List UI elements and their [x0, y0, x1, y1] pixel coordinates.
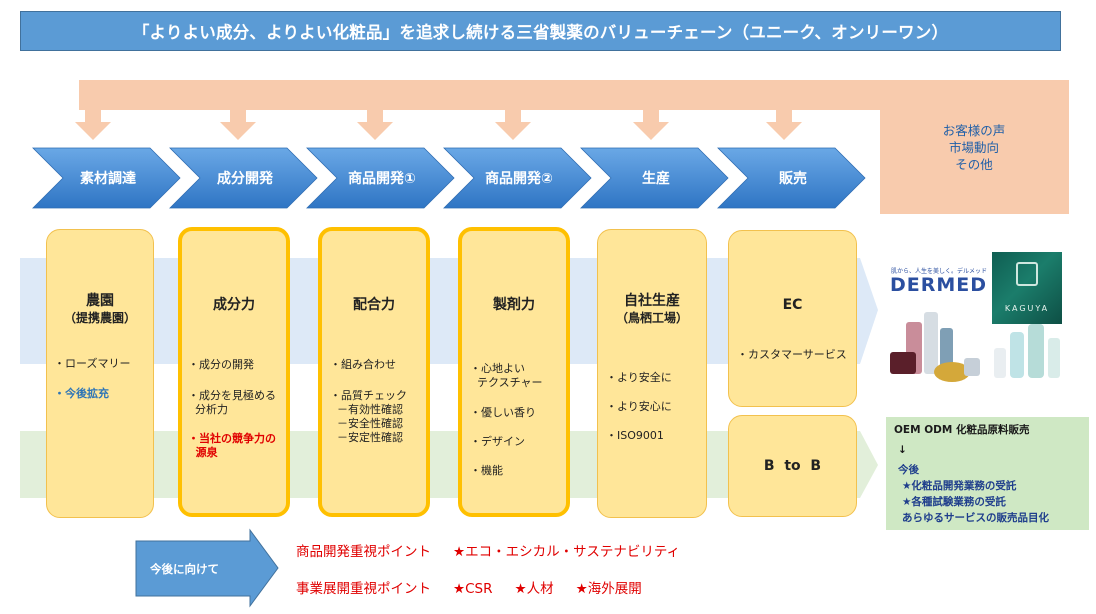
future-label: 今後に向けて	[150, 562, 219, 576]
card-item: ・成分の開発	[188, 358, 254, 371]
card-item: ・カスタマーサービス	[737, 348, 847, 361]
card-title: 製剤力	[493, 297, 535, 313]
product-policy: 商品開発重視ポイント ★エコ・エシカル・サステナビリティ	[296, 540, 702, 560]
card-subtitle: （鳥栖工場）	[615, 311, 688, 325]
card-item: ・今後拡充	[54, 387, 109, 400]
stage-label: 商品開発①	[348, 171, 416, 187]
jar-3	[964, 358, 980, 376]
bottle-6	[1028, 324, 1044, 378]
card-item: ・ローズマリー	[54, 357, 131, 370]
b2b-services-box: OEM ODM 化粧品原料販売 ↓ 今後 ★化粧品開発業務の受託 ★各種試験業務…	[886, 417, 1089, 530]
card-item: ・より安全に	[606, 371, 672, 384]
policy-item: ★エコ・エシカル・サステナビリティ	[453, 544, 681, 560]
card-item: ・機能	[470, 464, 503, 477]
card-ec: EC ・カスタマーサービス	[728, 230, 857, 407]
card-item: ・組み合わせ	[330, 358, 396, 371]
policy-item: ★CSR	[453, 581, 493, 597]
feedback-arrow-1	[75, 110, 111, 140]
feedback-loop	[75, 80, 1069, 214]
stage-label: 商品開発②	[485, 171, 553, 187]
feedback-arrow-3	[357, 110, 393, 140]
b2b-item: ★化粧品開発業務の受託	[902, 480, 1017, 492]
feedback-arrow-4	[495, 110, 531, 140]
future-arrow	[135, 528, 279, 608]
card-ingredient-power: 成分力 ・成分の開発 ・成分を見極める 分析力 ・当社の競争力の 源泉	[178, 227, 290, 517]
jar-2	[934, 362, 970, 382]
policy-item: ★人材	[514, 581, 554, 597]
bottle-4	[994, 348, 1006, 378]
chevron-4	[443, 147, 592, 209]
card-title: EC	[782, 297, 803, 313]
brand-tagline: 肌から、人生を美しく。デルメッド	[891, 268, 988, 275]
bottle-7	[1048, 338, 1060, 378]
feedback-arrow-6	[766, 110, 802, 140]
product-bottles	[890, 312, 1060, 382]
stage-label: 生産	[642, 171, 670, 187]
card-item: ・ISO9001	[606, 429, 664, 442]
down-arrow-icon: ↓	[898, 444, 907, 456]
stage-label: 成分開発	[217, 171, 273, 187]
card-item: ・当社の競争力の 源泉	[188, 432, 276, 459]
b2b-head: OEM ODM 化粧品原料販売	[894, 424, 1030, 436]
card-farm: 農園 （提携農園） ・ローズマリー ・今後拡充	[46, 229, 154, 518]
card-title: 成分力	[213, 297, 255, 313]
card-title: 配合力	[353, 297, 395, 313]
card-item: ・デザイン	[470, 435, 525, 448]
chevron-6	[717, 147, 866, 209]
policy-heading: 商品開発重視ポイント	[296, 544, 431, 560]
card-own-production: 自社生産 （鳥栖工場） ・より安全に ・より安心に ・ISO9001	[597, 229, 707, 518]
stage-label: 素材調達	[80, 171, 136, 187]
card-item: ・心地よい テクスチャー	[470, 362, 543, 389]
card-title: 農園	[86, 293, 114, 309]
product-image: 肌から、人生を美しく。デルメッド DERMED KAGUYA	[886, 250, 1091, 390]
jar-1	[890, 352, 916, 374]
policy-item: ★海外展開	[575, 581, 642, 597]
b2b-future: 今後	[898, 464, 919, 476]
feedback-text: お客様の声 市場動向 その他	[920, 122, 1028, 173]
card-title: 自社生産	[624, 293, 680, 309]
b2b-item: ★各種試験業務の受託	[902, 496, 1006, 508]
card-subtitle: （提携農園）	[63, 311, 136, 325]
kaguya-emblem-icon	[1016, 262, 1038, 286]
card-formulation-power: 配合力 ・組み合わせ ・品質チェック －有効性確認 －安全性確認 －安定性確認	[318, 227, 430, 517]
card-item: ・品質チェック －有効性確認 －安全性確認 －安定性確認	[330, 389, 407, 444]
kaguya-package: KAGUYA	[992, 252, 1062, 324]
chevron-1	[32, 147, 181, 209]
page-title: 「よりよい成分、よりよい化粧品」を追求し続ける三省製薬のバリューチェーン（ユニー…	[20, 11, 1061, 51]
chevron-2	[169, 147, 318, 209]
card-item: ・より安心に	[606, 400, 672, 413]
stage-label: 販売	[779, 171, 807, 187]
feedback-arrow-5	[633, 110, 669, 140]
bottle-2	[924, 312, 938, 374]
card-title: B to B	[763, 458, 822, 474]
kaguya-label: KAGUYA	[1004, 304, 1050, 313]
brand-logo: DERMED	[890, 274, 988, 296]
card-preparation-power: 製剤力 ・心地よい テクスチャー ・優しい香り ・デザイン ・機能	[458, 227, 570, 517]
policy-heading: 事業展開重視ポイント	[296, 581, 431, 597]
card-btob: B to B	[728, 415, 857, 517]
feedback-line: その他	[955, 157, 993, 172]
bottle-5	[1010, 332, 1024, 378]
chevron-5	[580, 147, 729, 209]
card-item: ・優しい香り	[470, 406, 536, 419]
chevron-3	[306, 147, 455, 209]
card-item: ・成分を見極める 分析力	[188, 389, 276, 416]
business-policy: 事業展開重視ポイント ★CSR ★人材 ★海外展開	[296, 577, 664, 597]
feedback-arrow-2	[220, 110, 256, 140]
b2b-item: あらゆるサービスの販売品目化	[902, 512, 1049, 524]
feedback-line: お客様の声	[942, 123, 1006, 138]
feedback-line: 市場動向	[948, 140, 999, 155]
